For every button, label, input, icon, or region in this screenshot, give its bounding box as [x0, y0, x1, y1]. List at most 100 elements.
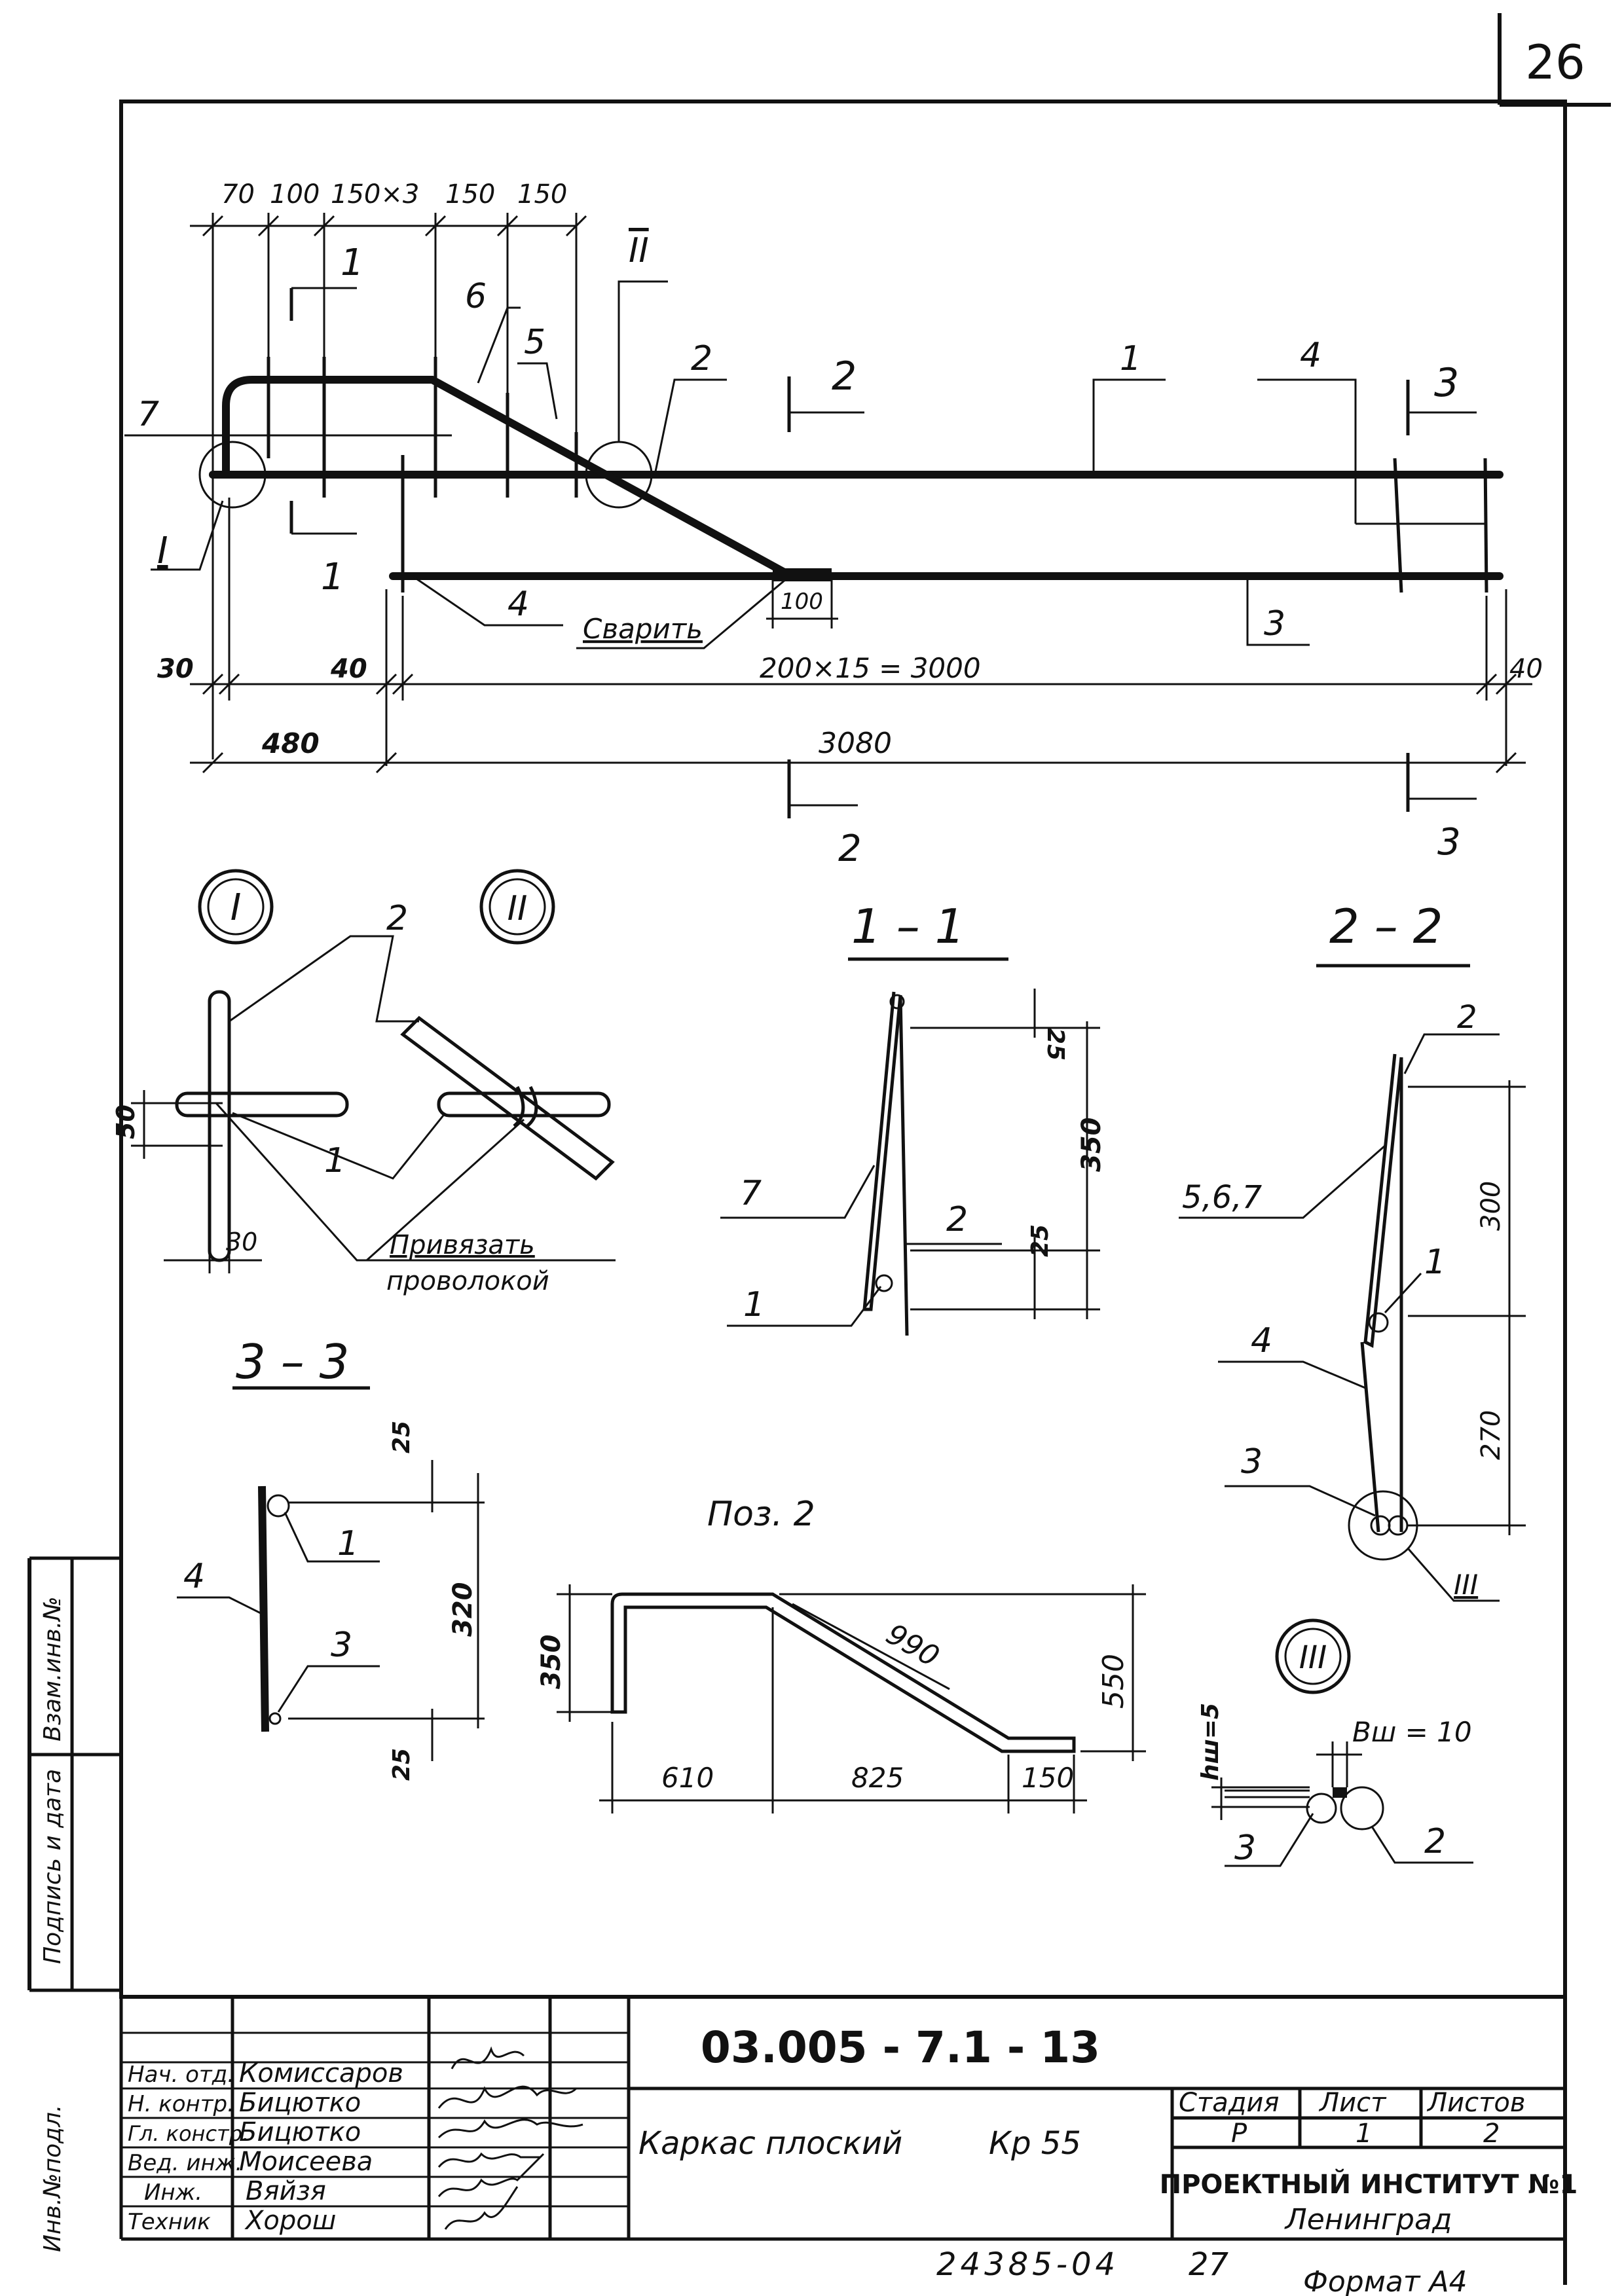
s11-label-1: 1	[743, 1285, 765, 1324]
detail-label-pos-2: 2	[386, 899, 408, 938]
side-vzam-inv: Взам.инв.№	[39, 1596, 66, 1741]
s11-dim-350: 350	[1077, 1118, 1107, 1173]
poz2-dim-150: 150	[1022, 1762, 1074, 1794]
poz2-dim-610: 610	[661, 1762, 714, 1794]
sheet-frame	[28, 13, 1611, 2285]
node-label-II: II	[629, 231, 649, 270]
node-III-bw: Вш = 10	[1352, 1716, 1472, 1748]
section-mark-2-bottom: 2	[838, 828, 862, 870]
row-name-4: Вяйзя	[246, 2176, 326, 2206]
stage-header: Стадия	[1179, 2088, 1279, 2118]
row-name-2: Бицютко	[239, 2117, 361, 2147]
dim-480: 480	[261, 727, 320, 759]
section-3-3-title: 3 – 3	[236, 1334, 349, 1389]
bar-pos-2	[209, 376, 793, 579]
s33-dim-320: 320	[448, 1582, 478, 1637]
sheet-value: 1	[1356, 2119, 1372, 2149]
product-mark: Кр 55	[989, 2125, 1081, 2162]
s22-label-3: 3	[1241, 1442, 1263, 1482]
poz2-dim-550: 550	[1097, 1654, 1130, 1709]
label-pos-4-left: 4	[507, 585, 529, 624]
node-III-label-3: 3	[1234, 1829, 1256, 1868]
row-name-0: Комиссаров	[239, 2058, 403, 2088]
details-I-II: I II 2 1 Привязать проволокой 50 30	[111, 869, 616, 1296]
section-mark-1-top: 1	[341, 242, 364, 284]
dim-100-weld: 100	[781, 589, 823, 615]
s22-label-III: III	[1454, 1569, 1478, 1601]
section-mark-3-top: 3	[1434, 360, 1459, 406]
s33-dim-25-bottom: 25	[388, 1748, 415, 1781]
detail-note-line2: проволокой	[386, 1266, 549, 1296]
section-mark-1-bottom: 1	[321, 556, 344, 598]
dim-150-b: 150	[517, 179, 567, 210]
row-name-3: Моисеева	[239, 2147, 373, 2177]
s22-dim-300: 300	[1476, 1181, 1506, 1231]
node-III-label: III	[1299, 1639, 1327, 1676]
document-code: 03.005 - 7.1 - 13	[701, 2022, 1100, 2073]
dim-3080: 3080	[819, 727, 892, 760]
s33-label-4: 4	[183, 1557, 205, 1596]
dim-200x15: 200×15 = 3000	[760, 652, 981, 684]
detail-label-pos-1: 1	[324, 1141, 346, 1180]
format-label: Формат А4	[1303, 2265, 1467, 2296]
section-mark-2-top: 2	[832, 354, 857, 399]
section-mark-3-bottom: 3	[1437, 821, 1461, 864]
section-2-2-title: 2 – 2	[1329, 899, 1443, 954]
s33-dim-25-top: 25	[388, 1421, 415, 1453]
dim-100: 100	[270, 179, 320, 210]
weld-note: Сварить	[583, 613, 703, 645]
section-3-3: 3 – 3 25 320 25 4 1 3	[177, 1334, 485, 1781]
elevation-view: 70 100 150×3 150 150 7 I II 1 1 2 2 3 3	[124, 179, 1543, 870]
label-pos-3: 3	[1264, 604, 1285, 644]
poz2-title: Поз. 2	[707, 1495, 815, 1534]
label-pos-7: 7	[138, 395, 159, 434]
poz2-bending-diagram: Поз. 2 350 990 550 610 825 150	[536, 1495, 1146, 1813]
archive-sheet: 27	[1189, 2246, 1229, 2283]
title-block: 03.005 - 7.1 - 13 Нач. отд. Комиссаров Н…	[119, 1997, 1578, 2241]
dim-30: 30	[157, 654, 194, 684]
dim-40-right: 40	[1509, 654, 1543, 684]
s11-label-2: 2	[946, 1200, 968, 1239]
label-pos-1: 1	[1120, 339, 1141, 378]
s11-dim-25-top: 25	[1042, 1028, 1069, 1061]
s22-label-567: 5,6,7	[1182, 1179, 1263, 1216]
detail-dim-50: 50	[111, 1104, 140, 1139]
section-1-1-title: 1 – 1	[851, 899, 965, 954]
s22-label-4: 4	[1251, 1321, 1272, 1360]
archive-number: 24385-04	[936, 2246, 1119, 2283]
row-role-2: Гл. констр.	[128, 2121, 249, 2146]
side-inv-podl: Инв.№подл.	[39, 2105, 66, 2252]
signatures	[437, 2046, 583, 2230]
detail-note-line1: Привязать	[390, 1230, 535, 1260]
detail-label-II: II	[507, 889, 528, 928]
s33-label-3: 3	[331, 1626, 352, 1665]
row-role-5: Техник	[128, 2209, 211, 2235]
label-pos-5: 5	[524, 323, 545, 362]
org-city: Ленинград	[1284, 2203, 1452, 2236]
side-podpis-data: Подпись и дата	[39, 1769, 66, 1964]
sheets-value: 2	[1483, 2119, 1500, 2149]
node-III-hw: hш=5	[1197, 1703, 1224, 1781]
dim-40-left: 40	[330, 654, 367, 684]
row-role-0: Нач. отд.	[128, 2062, 234, 2088]
row-role-3: Вед. инж.	[128, 2150, 242, 2176]
product-name: Каркас плоский	[638, 2125, 902, 2162]
dim-150-a: 150	[445, 179, 495, 210]
page-number: 26	[1525, 35, 1585, 90]
s11-dim-25-bottom: 25	[1027, 1224, 1054, 1257]
stage-value: Р	[1231, 2119, 1247, 2149]
sheet-header: Лист	[1318, 2088, 1387, 2118]
s22-label-1: 1	[1424, 1243, 1446, 1282]
s33-label-1: 1	[337, 1524, 359, 1563]
poz2-dim-825: 825	[851, 1762, 904, 1794]
s22-label-2: 2	[1457, 999, 1477, 1036]
dim-150x3: 150×3	[331, 179, 419, 210]
row-name-5: Хорош	[244, 2206, 336, 2236]
poz2-dim-350: 350	[536, 1635, 566, 1690]
label-pos-6: 6	[465, 277, 487, 316]
s11-label-7: 7	[740, 1174, 762, 1213]
node-III-label-2: 2	[1424, 1822, 1446, 1861]
dim-70: 70	[221, 179, 255, 210]
section-2-2: 2 – 2 300 270 2 5,6,7 1 4 3 III	[1179, 899, 1526, 1602]
